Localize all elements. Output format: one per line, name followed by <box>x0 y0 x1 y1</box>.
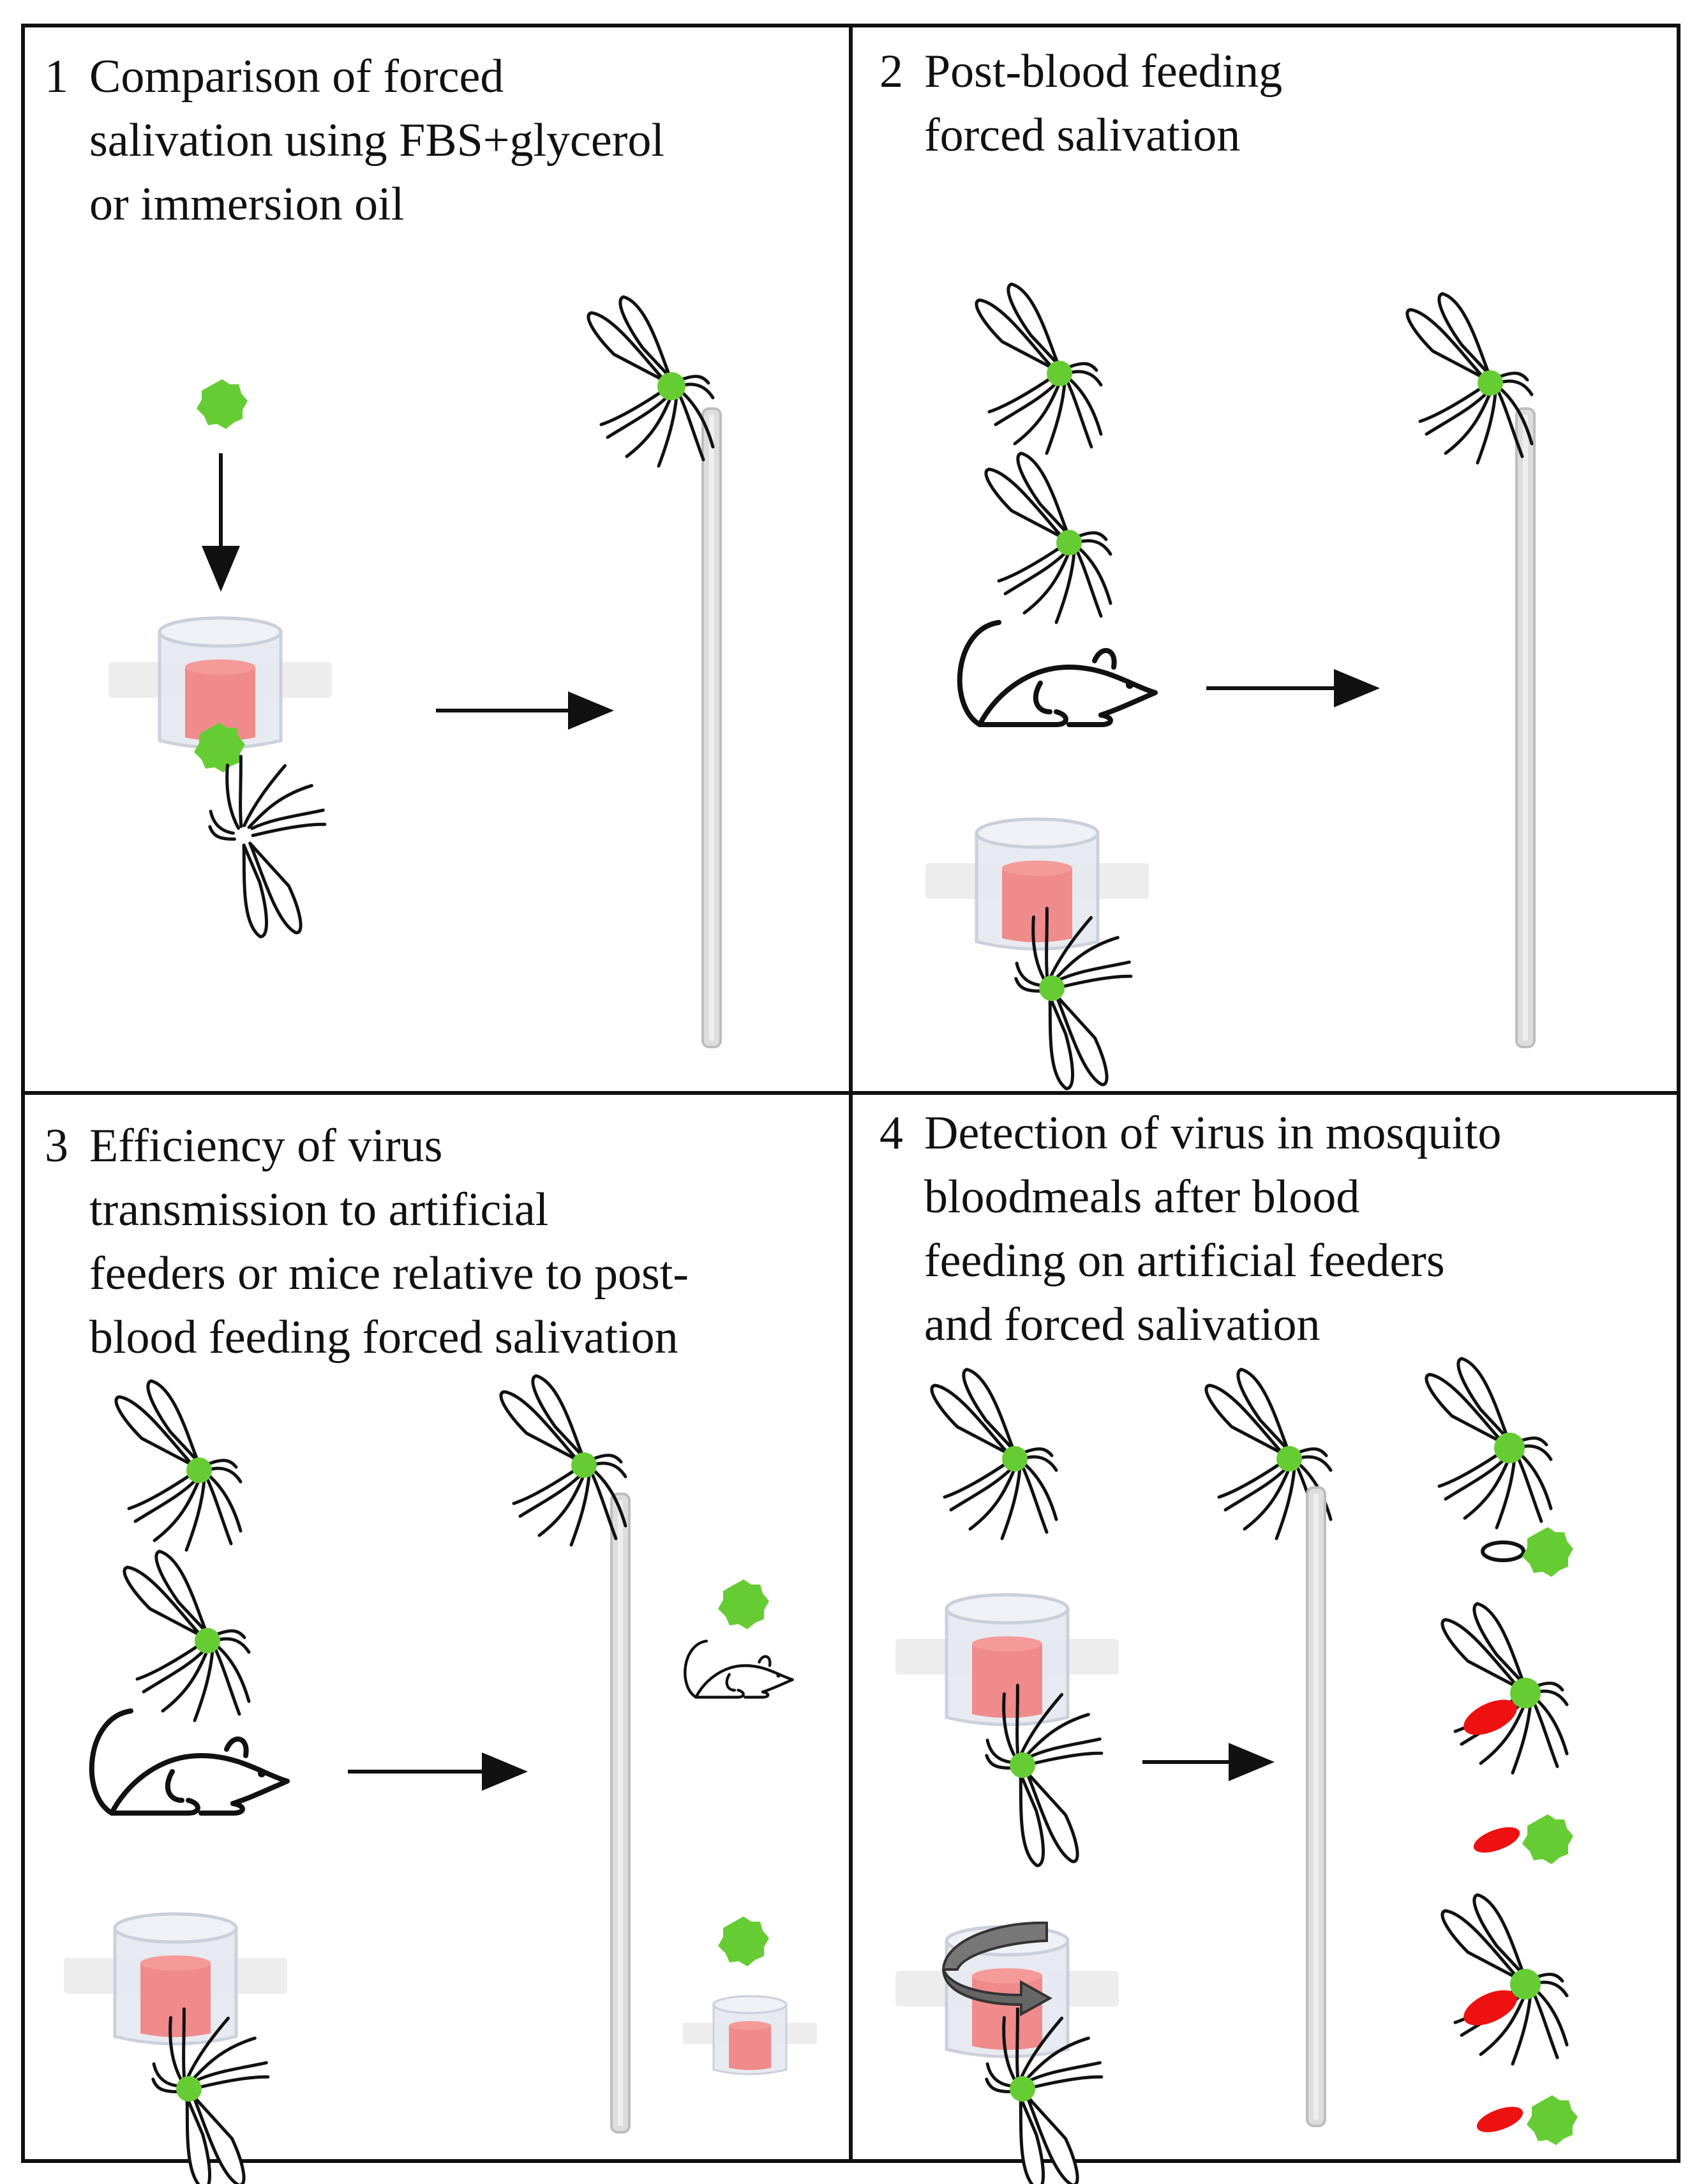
mosquito-icon <box>986 453 1111 622</box>
panel-2-line-2: forced salivation <box>924 109 1241 162</box>
mosquito-icon <box>588 297 713 466</box>
panel-1-line-3: or immersion oil <box>89 178 405 230</box>
panel-3-line-3: feeders or mice relative to post- <box>89 1247 689 1300</box>
virus-icon <box>1478 370 1503 396</box>
panel-3-line-1: Efficiency of virus <box>89 1120 443 1172</box>
panel-number: 4 <box>879 1107 903 1159</box>
mouse-icon <box>685 1641 792 1698</box>
virus-icon <box>1510 1678 1541 1708</box>
mosquito-icon <box>932 1369 1056 1539</box>
mosquito-icon <box>977 284 1101 453</box>
panel-3-title: 3 Efficiency of virus transmission to ar… <box>45 1114 689 1369</box>
panel-number: 1 <box>45 50 68 103</box>
artificial-feeder-icon <box>682 1995 818 2075</box>
artificial-feeder-icon <box>64 1914 287 2044</box>
virus-icon <box>1494 1433 1525 1463</box>
mosquito-icon <box>1407 294 1532 463</box>
mouse-icon <box>92 1711 287 1813</box>
panel-4-line-3: feeding on artificial feeders <box>924 1235 1445 1287</box>
capillary-tube-icon <box>1515 407 1536 1048</box>
virus-icon <box>1047 361 1072 386</box>
virus-icon <box>718 1579 769 1629</box>
virus-icon <box>571 1452 597 1478</box>
virus-icon <box>195 1628 220 1653</box>
panel-1-line-2: salivation using FBS+glycerol <box>89 114 664 167</box>
mosquito-icon <box>1442 1895 1567 2064</box>
panel-4-art <box>895 1359 1578 2184</box>
virus-icon <box>186 1457 212 1483</box>
rotate-arrow-icon <box>941 1921 1053 2017</box>
virus-icon <box>1522 1527 1573 1577</box>
panel-3-line-4: blood feeding forced salivation <box>89 1311 678 1364</box>
virus-icon <box>1056 530 1082 555</box>
mosquito-icon <box>1442 1604 1567 1773</box>
panel-1-line-1: Comparison of forced <box>89 50 504 103</box>
panel-2-line-1: Post-blood feeding <box>924 45 1283 98</box>
virus-icon <box>1527 2095 1578 2145</box>
panel-4-line-1: Detection of virus in mosquito <box>924 1107 1502 1159</box>
virus-icon <box>1010 2076 1035 2102</box>
artificial-feeder-icon <box>925 819 1149 949</box>
virus-icon <box>1522 1814 1573 1864</box>
capillary-tube-icon <box>610 1493 631 2134</box>
panel-4-line-4: and forced salivation <box>924 1299 1321 1351</box>
mosquito-icon <box>1426 1359 1551 1528</box>
bloodmeal <box>1463 1699 1517 1735</box>
virus-icon <box>1010 1752 1035 1778</box>
panel-3-line-2: transmission to artificial <box>89 1184 549 1236</box>
virus-icon <box>1002 1446 1028 1472</box>
panel-2-art <box>925 284 1536 1101</box>
mosquito-icon <box>501 1376 625 1545</box>
virus-icon <box>1276 1446 1302 1472</box>
mosquito-icon <box>176 747 351 949</box>
virus-icon <box>1039 975 1065 1001</box>
mosquito-icon <box>116 1381 241 1550</box>
panel-4-title: 4 Detection of virus in mosquito bloodme… <box>879 1101 1501 1357</box>
virus-icon <box>176 2076 202 2102</box>
panel-1-art <box>109 297 722 1048</box>
bloodmeal <box>1473 1827 1520 1853</box>
panel-3-art <box>64 1376 818 2184</box>
virus-icon <box>1510 1969 1541 1999</box>
mouse-icon <box>960 622 1155 725</box>
panel-4-line-2: bloodmeals after blood <box>924 1171 1360 1223</box>
panel-1-title: 1 Comparison of forced salivation using … <box>45 45 664 236</box>
panel-number: 3 <box>45 1120 68 1172</box>
capillary-tube-icon <box>701 407 722 1048</box>
mosquito-icon <box>124 1551 249 1721</box>
virus-icon <box>718 1917 769 1966</box>
panel-2-title: 2 Post-blood feeding forced salivation <box>879 40 1282 167</box>
bloodmeal <box>1463 1990 1517 2026</box>
empty-bloodmeal <box>1481 1540 1525 1562</box>
bloodmeal <box>1476 2107 1523 2132</box>
capillary-tube-icon <box>1306 1486 1326 2127</box>
virus-icon <box>657 372 685 400</box>
panel-number: 2 <box>879 45 903 98</box>
artificial-feeder-icon <box>895 1595 1119 1725</box>
virus-icon <box>197 379 248 429</box>
